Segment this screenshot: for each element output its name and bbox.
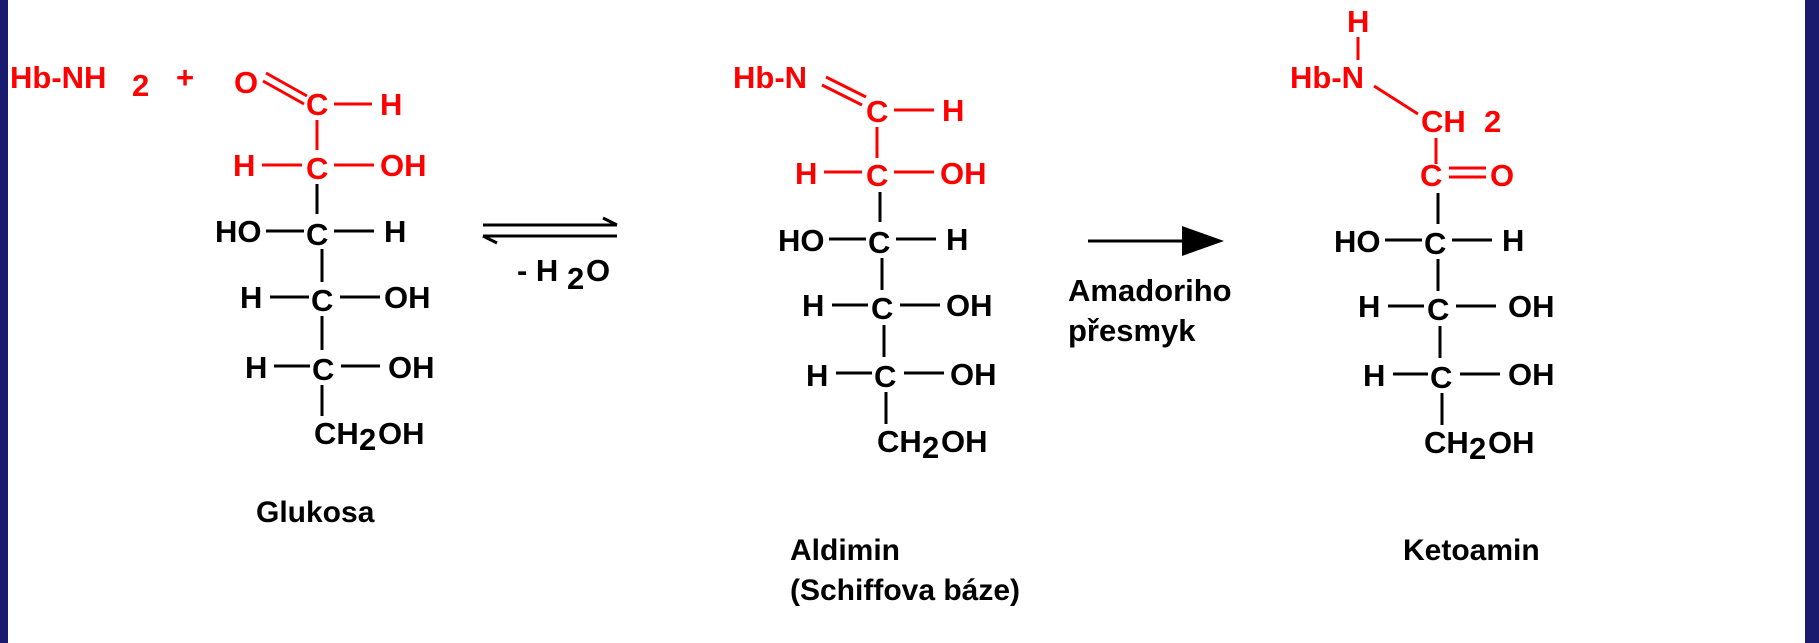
glucose-c6-ch: CH: [314, 416, 359, 451]
ketoamine-c6-ch: CH: [1424, 425, 1469, 460]
ketoamine-c4-carbon: C: [1427, 292, 1449, 327]
glucose-structure: Hb-NH 2 + O C H H C OH HO C H H C OH H: [10, 60, 435, 529]
aldimine-c5-h: H: [806, 358, 828, 393]
glucose-c6-subscript: 2: [359, 422, 376, 457]
glucose-c5-h: H: [245, 350, 267, 385]
ketoamine-c5-oh: OH: [1508, 357, 1555, 392]
ketoamine-c6-oh: OH: [1488, 425, 1535, 460]
condition-o: O: [586, 253, 610, 288]
ketoamine-c3-carbon: C: [1424, 226, 1446, 261]
ketoamine-c2-carbon: C: [1420, 158, 1442, 193]
aldimine-c4-h: H: [802, 288, 824, 323]
ketoamine-label: Ketoamin: [1403, 534, 1540, 567]
aldimine-c4-oh: OH: [946, 288, 993, 323]
aldimine-c2-carbon: C: [866, 158, 888, 193]
ketoamine-c3-ho: HO: [1334, 224, 1381, 259]
ketoamine-c6-subscript: 2: [1469, 431, 1486, 466]
ketoamine-n-ch2-bond: [1373, 84, 1419, 116]
ketoamine-structure: H Hb-N CH 2 C O HO C H H C OH H C OH CH …: [1290, 4, 1555, 567]
condition-subscript: 2: [567, 261, 584, 296]
glucose-c1-oxygen: O: [234, 65, 258, 100]
aldimine-c5-carbon: C: [874, 359, 896, 394]
glucose-c4-oh: OH: [384, 280, 431, 315]
aldimine-c2-h: H: [795, 156, 817, 191]
aldimine-c4-carbon: C: [871, 291, 893, 326]
glucose-double-bond-a: [262, 79, 305, 106]
aldimine-c3-ho: HO: [778, 223, 825, 258]
glucose-c1-h: H: [380, 87, 402, 122]
plus-sign: +: [176, 60, 194, 95]
amadori-label-line2: přesmyk: [1068, 313, 1196, 348]
ketoamine-hb-n: Hb-N: [1290, 60, 1364, 95]
glucose-c3-ho: HO: [215, 214, 262, 249]
aldimine-c6-oh: OH: [941, 424, 988, 459]
aldimine-c6-ch: CH: [877, 424, 922, 459]
glucose-c5-oh: OH: [388, 350, 435, 385]
hb-nh-subscript: 2: [132, 68, 149, 103]
right-frame-bar: [1805, 0, 1819, 643]
reverse-arrow-barb: [482, 234, 498, 245]
aldimine-c3-h: H: [946, 222, 968, 257]
equilibrium-arrows: - H 2 O: [482, 216, 618, 296]
aldimine-hb-n: Hb-N: [733, 60, 807, 95]
condition-minus-h: - H: [517, 253, 558, 288]
glucose-c3-h: H: [384, 214, 406, 249]
ketoamine-c4-h: H: [1358, 289, 1380, 324]
aldimine-double-bond-a: [821, 83, 863, 107]
glucose-c2-h: H: [233, 148, 255, 183]
ketoamine-ch-subscript: 2: [1484, 104, 1501, 139]
ketoamine-c3-h: H: [1502, 223, 1524, 258]
glucose-c2-carbon: C: [306, 151, 328, 186]
aldimine-c3-carbon: C: [868, 225, 890, 260]
glucose-double-bond-b: [265, 71, 308, 98]
glucose-c2-oh: OH: [380, 148, 427, 183]
hb-nh-text: Hb-NH: [10, 60, 106, 95]
glucose-c6-oh: OH: [378, 416, 425, 451]
glucose-c5-carbon: C: [312, 352, 334, 387]
glucose-c4-carbon: C: [311, 283, 333, 318]
glucose-c4-h: H: [240, 280, 262, 315]
aldimine-c2-oh: OH: [940, 156, 987, 191]
ketoamine-c2-oxygen: O: [1490, 158, 1514, 193]
aldimine-c6-subscript: 2: [922, 430, 939, 465]
glucose-c1-carbon: C: [306, 87, 328, 122]
ketoamine-c4-oh: OH: [1508, 289, 1555, 324]
aldimine-c1-h: H: [942, 93, 964, 128]
amadori-label-line1: Amadoriho: [1068, 273, 1232, 308]
aldimine-label: Aldimin: [790, 534, 900, 567]
ketoamine-n-h: H: [1347, 4, 1369, 39]
aldimine-double-bond-b: [825, 75, 867, 99]
forward-arrow-barb: [602, 216, 618, 227]
glucose-label: Glukosa: [256, 496, 375, 529]
ketoamine-ch: CH: [1421, 104, 1466, 139]
aldimine-label-schiff: (Schiffova báze): [790, 574, 1020, 607]
ketoamine-c5-carbon: C: [1430, 360, 1452, 395]
aldimine-c5-oh: OH: [950, 357, 997, 392]
glucose-c3-carbon: C: [306, 217, 328, 252]
left-frame-bar: [0, 0, 8, 643]
aldimine-structure: Hb-N C H H C OH HO C H H C OH H C OH CH …: [733, 60, 1020, 607]
ketoamine-c5-h: H: [1363, 358, 1385, 393]
aldimine-c1-carbon: C: [866, 94, 888, 129]
amadori-arrow: Amadoriho přesmyk: [1068, 226, 1232, 348]
